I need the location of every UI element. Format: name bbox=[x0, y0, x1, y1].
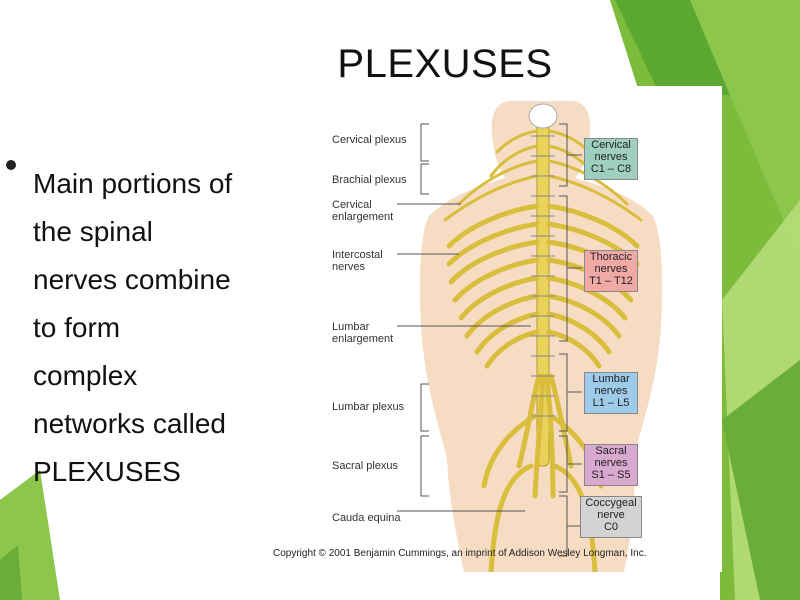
label-brachial-plexus: Brachial plexus bbox=[332, 174, 407, 186]
box-sacral-nerves: Sacral nerves S1 – S5 bbox=[584, 444, 638, 486]
label-lumbar-plexus: Lumbar plexus bbox=[332, 401, 404, 413]
bullet-block: Main portions of the spinal nerves combi… bbox=[4, 150, 260, 500]
label-cervical-plexus: Cervical plexus bbox=[332, 134, 407, 146]
label-sacral-plexus: Sacral plexus bbox=[332, 460, 398, 472]
slide-title: PLEXUSES bbox=[300, 42, 590, 87]
bullet-dot bbox=[6, 160, 16, 170]
box-coccygeal-nerve: Coccygeal nerve C0 bbox=[580, 496, 642, 538]
label-lumbar-enlargement: Lumbar enlargement bbox=[332, 321, 393, 345]
copyright-notice: Copyright © 2001 Benjamin Cummings, an i… bbox=[273, 548, 646, 559]
bullet-text: Main portions of the spinal nerves combi… bbox=[33, 160, 260, 496]
label-cervical-enlargement: Cervical enlargement bbox=[332, 199, 393, 223]
box-thoracic-nerves: Thoracic nerves T1 – T12 bbox=[584, 250, 638, 292]
box-cervical-nerves: Cervical nerves C1 – C8 bbox=[584, 138, 638, 180]
label-intercostal-nerves: Intercostal nerves bbox=[332, 249, 383, 273]
spinal-nerves-figure: Cervical plexus Brachial plexus Cervical… bbox=[269, 86, 722, 572]
box-lumbar-nerves: Lumbar nerves L1 – L5 bbox=[584, 372, 638, 414]
label-cauda-equina: Cauda equina bbox=[332, 512, 401, 524]
